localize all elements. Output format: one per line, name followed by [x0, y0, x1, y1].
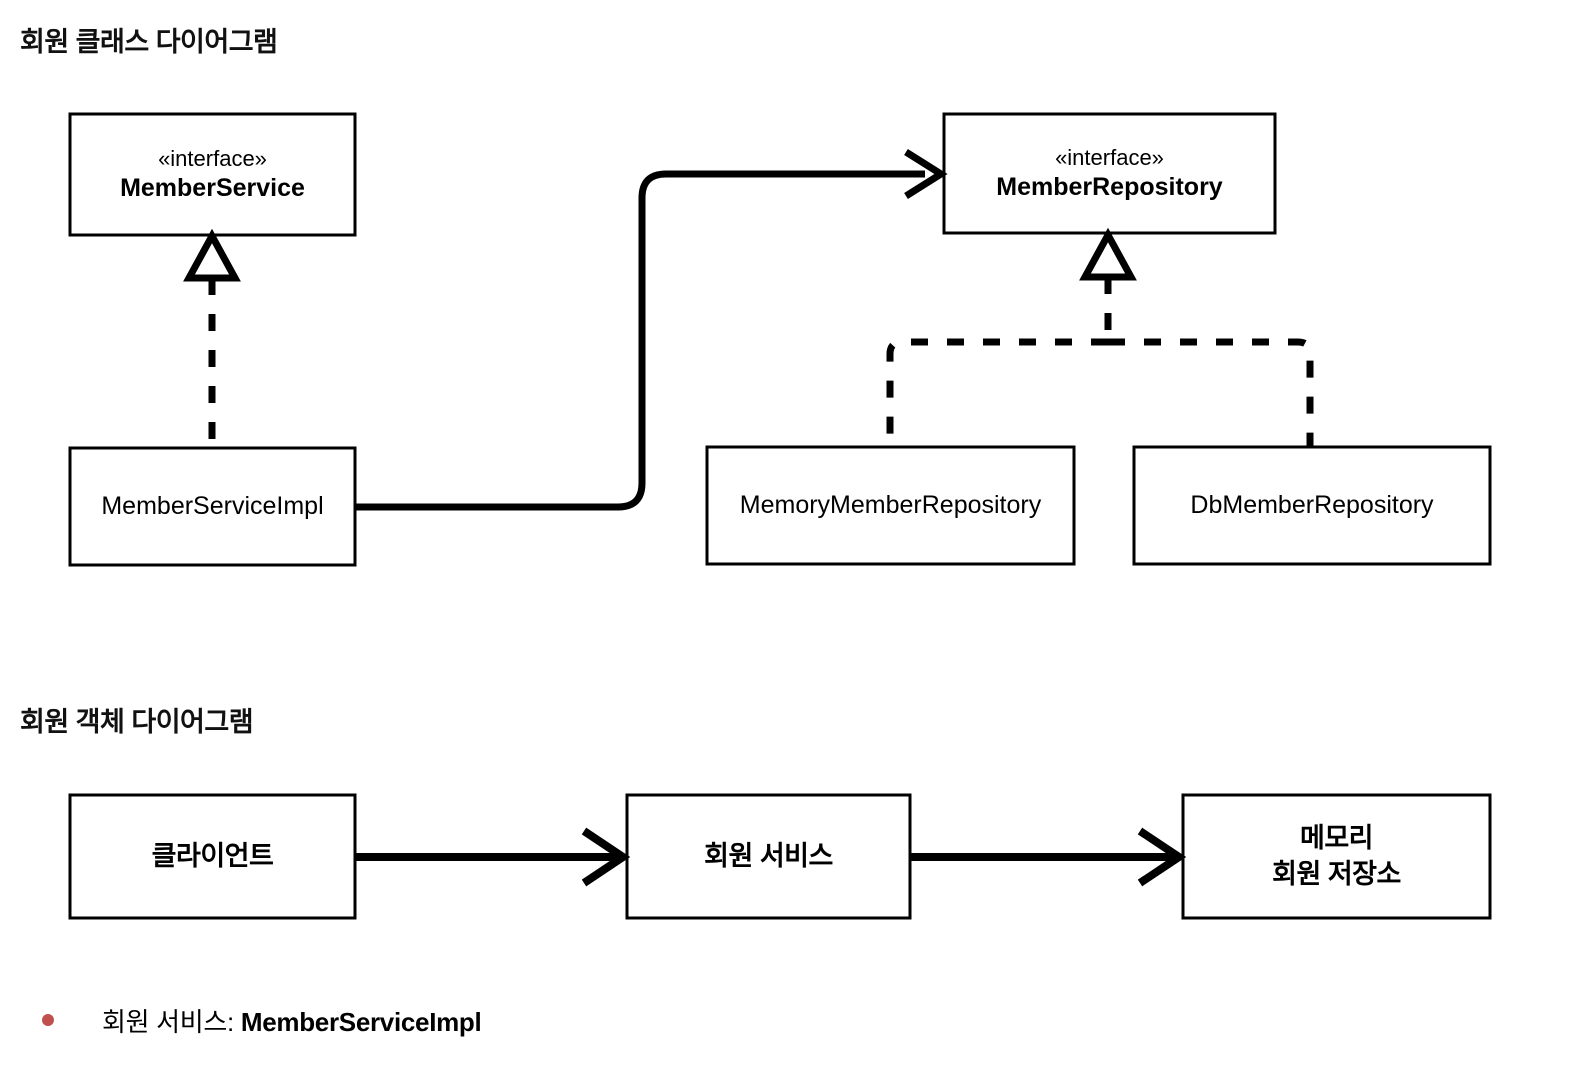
- bullet-list-item: 회원 서비스: MemberServiceImpl: [20, 1000, 482, 1040]
- bullet-text: 회원 서비스: MemberServiceImpl: [102, 1002, 482, 1039]
- box-client: [68, 793, 357, 920]
- association-impl-to-repository: [355, 170, 925, 511]
- class-diagram-title: 회원 클래스 다이어그램: [20, 27, 278, 57]
- open-v-arrowhead-icon-repository: [904, 149, 948, 199]
- box-member-service-object: [625, 793, 912, 920]
- hollow-triangle-icon-repository: [1079, 227, 1137, 281]
- hollow-triangle-icon-service: [183, 228, 241, 282]
- bullet-text-prefix: 회원 서비스:: [102, 1006, 241, 1037]
- box-memory-repository-object: [1181, 793, 1492, 920]
- open-v-arrowhead-icon-service-object: [581, 827, 631, 887]
- box-member-service: [68, 112, 357, 237]
- open-v-arrowhead-icon-repository-object: [1137, 827, 1187, 887]
- box-member-repository: [942, 112, 1277, 235]
- box-member-service-impl: [68, 446, 357, 567]
- realization-branch-db: [1108, 338, 1314, 447]
- box-memory-member-repository: [705, 445, 1076, 566]
- realization-branch-memory: [886, 338, 1108, 447]
- object-diagram-title: 회원 객체 다이어그램: [20, 707, 254, 737]
- box-db-member-repository: [1132, 445, 1492, 566]
- bullet-text-emphasis: MemberServiceImpl: [240, 1006, 482, 1037]
- bullet-dot-icon: [42, 1014, 54, 1026]
